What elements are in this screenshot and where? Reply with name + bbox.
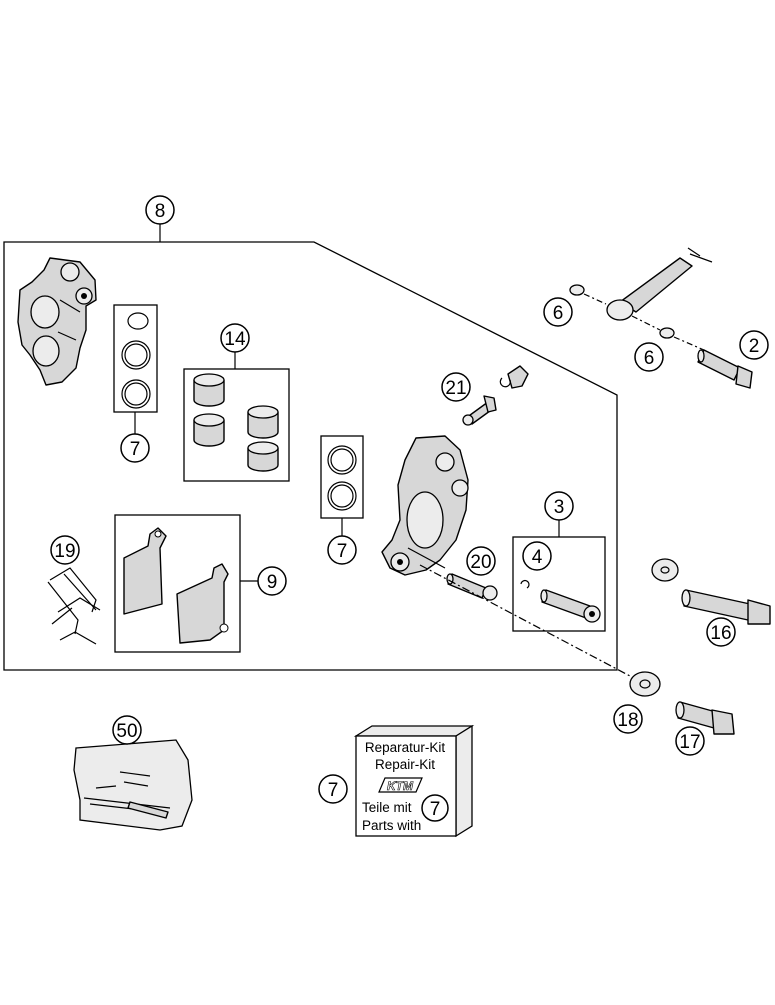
callout-3-label: 3 — [554, 497, 565, 518]
bolt-17 — [675, 701, 735, 735]
washer-16 — [651, 558, 679, 582]
repair-kit-box — [353, 724, 475, 838]
callout-7-kit-outer: 7 — [318, 774, 348, 804]
brake-line-banjo — [569, 247, 713, 351]
callout-6-bottom-label: 6 — [644, 348, 655, 369]
callout-18: 18 — [613, 704, 643, 734]
callout-14: 14 — [220, 323, 250, 353]
caliper-housing-left — [17, 257, 97, 386]
guide-pin-20 — [446, 573, 498, 601]
repair-kit-line-2: Repair-Kit — [375, 757, 435, 772]
brake-pads — [114, 514, 258, 653]
callout-7-left-label: 7 — [130, 439, 141, 460]
callout-21: 21 — [441, 372, 471, 402]
callout-3: 3 — [544, 491, 574, 521]
callout-21-label: 21 — [445, 378, 466, 399]
callout-20: 20 — [466, 546, 496, 576]
callout-7-middle-label: 7 — [337, 541, 348, 562]
callout-7-middle: 7 — [327, 535, 357, 565]
callout-9-label: 9 — [267, 572, 278, 593]
banjo-bolt — [697, 349, 753, 389]
axis-line-18 — [419, 564, 631, 677]
callout-7-left: 7 — [120, 433, 150, 463]
callout-2: 2 — [739, 330, 769, 360]
callout-7-kit-inner-label: 7 — [430, 799, 441, 820]
callout-8: 8 — [145, 195, 175, 225]
bolt-16 — [681, 589, 771, 625]
washer-18 — [629, 671, 661, 697]
repair-kit-line-3: Teile mit — [362, 800, 412, 815]
callout-6-top: 6 — [543, 297, 573, 327]
ktm-logo: KTM — [387, 779, 414, 793]
callout-19: 19 — [50, 535, 80, 565]
seal-kit-left — [113, 304, 158, 434]
repair-kit-line-4: Parts with — [362, 818, 421, 833]
callout-7-kit-inner: 7 — [421, 794, 449, 822]
callout-16: 16 — [706, 617, 736, 647]
callout-7-kit-outer-label: 7 — [328, 780, 339, 801]
callout-17: 17 — [675, 726, 705, 756]
pistons-kit — [183, 351, 290, 482]
callout-4: 4 — [522, 541, 552, 571]
callout-8-label: 8 — [155, 201, 166, 222]
seal-kit-middle — [320, 435, 364, 537]
repair-kit-line-1: Reparatur-Kit — [365, 740, 446, 755]
grease-package — [73, 739, 193, 831]
callout-19-label: 19 — [54, 541, 75, 562]
pad-spring — [47, 567, 101, 645]
callout-20-label: 20 — [470, 552, 491, 573]
callout-16-label: 16 — [710, 623, 731, 644]
callout-9: 9 — [257, 566, 287, 596]
callout-4-label: 4 — [532, 547, 543, 568]
callout-6-bottom: 6 — [634, 342, 664, 372]
callout-2-label: 2 — [749, 336, 760, 357]
assembly-frame-8 — [3, 241, 618, 671]
callout-14-label: 14 — [224, 329, 246, 350]
callout-50-label: 50 — [116, 721, 137, 742]
caliper-housing-right — [381, 435, 469, 576]
bleeder-valve — [462, 365, 529, 426]
callout-17-label: 17 — [679, 732, 700, 753]
callout-6-top-label: 6 — [553, 303, 564, 324]
pin-kit — [512, 518, 606, 632]
callout-18-label: 18 — [617, 710, 638, 731]
callout-50: 50 — [112, 715, 142, 745]
